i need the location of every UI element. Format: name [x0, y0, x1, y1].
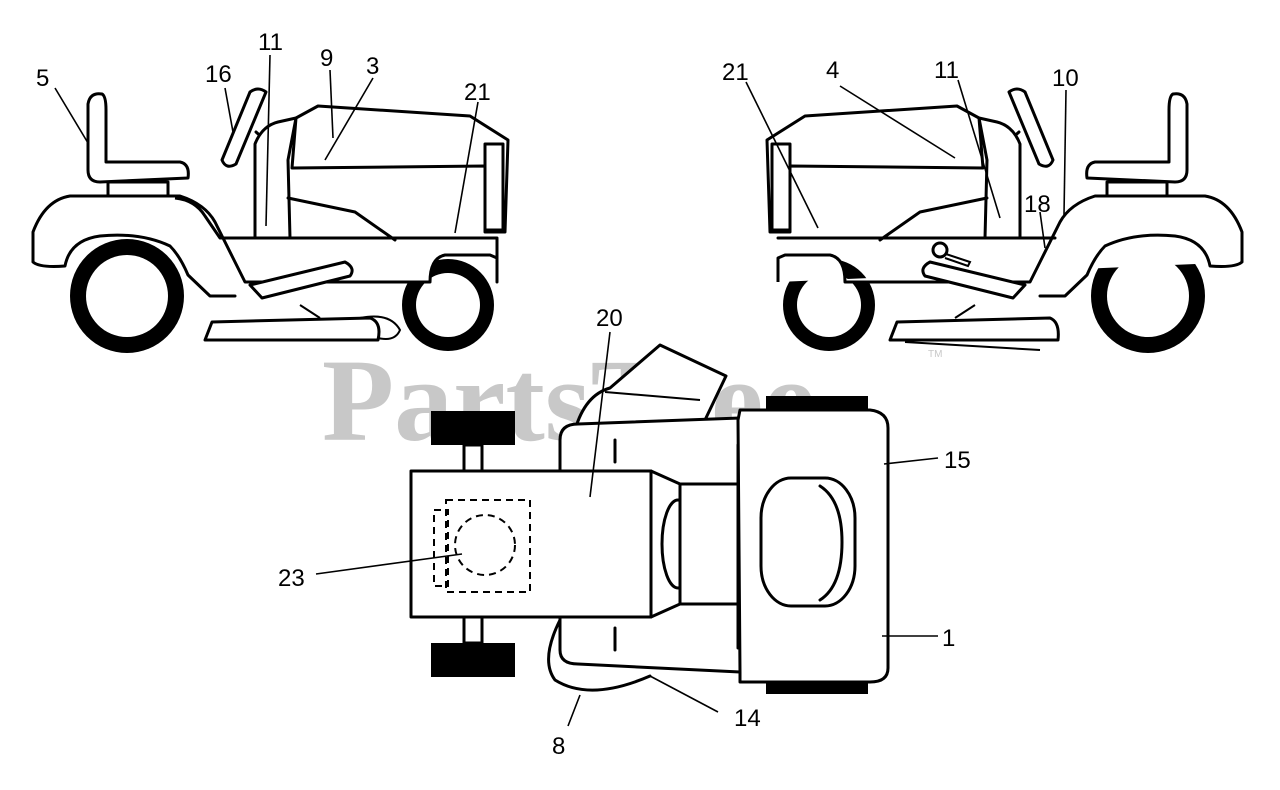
callout-4: 4	[826, 57, 839, 84]
ignition-key-icon	[931, 241, 949, 259]
hood-left	[290, 104, 510, 234]
pedal-left	[248, 260, 354, 300]
mower-deck-right	[888, 316, 1060, 342]
top-view-leaders	[315, 331, 939, 727]
callout-23: 23	[278, 565, 305, 592]
callout-21-left: 21	[464, 79, 491, 106]
callout-21-right: 21	[722, 59, 749, 86]
callout-10: 10	[1052, 65, 1079, 92]
front-tire-top-left	[766, 396, 868, 410]
tractor-left-side-view	[31, 87, 510, 353]
steering-wheel-left	[220, 87, 268, 168]
callout-11-right: 11	[934, 57, 959, 84]
callout-3: 3	[366, 53, 379, 80]
dash-tower-left	[253, 116, 298, 240]
callout-8: 8	[552, 733, 565, 760]
top-view-callouts: 20 15 23 1 14 8	[278, 305, 971, 760]
rear-tire-top-right	[431, 643, 515, 677]
chute-top	[573, 343, 728, 432]
left-view-leaders	[54, 54, 479, 234]
tractor-right-side-view	[765, 87, 1244, 353]
dash-tower-right	[977, 116, 1022, 240]
pedal-right	[921, 260, 1027, 300]
steering-wheel-right	[1007, 87, 1055, 168]
right-view-leaders	[745, 79, 1067, 249]
callout-20: 20	[596, 305, 623, 332]
grille-top	[759, 476, 857, 608]
callout-1: 1	[942, 625, 955, 652]
callout-5: 5	[36, 65, 49, 92]
tractor-top-view	[409, 343, 890, 694]
right-view-callouts: 21 4 11 10 18	[722, 57, 1079, 218]
seat-right	[1085, 92, 1189, 184]
callout-11-left: 11	[258, 29, 283, 56]
rear-tire-top-left	[431, 411, 515, 445]
mower-deck-left	[203, 316, 381, 342]
seat-left	[86, 92, 190, 184]
callout-14: 14	[734, 705, 761, 732]
left-view-callouts: 5 16 11 9 3 21	[36, 29, 491, 106]
callout-16: 16	[205, 61, 232, 88]
callout-18: 18	[1024, 191, 1051, 218]
chassis-right	[776, 194, 1244, 284]
watermark-trademark: TM	[928, 349, 942, 360]
hood-right	[765, 104, 985, 234]
callout-15: 15	[944, 447, 971, 474]
callout-9: 9	[320, 45, 333, 72]
